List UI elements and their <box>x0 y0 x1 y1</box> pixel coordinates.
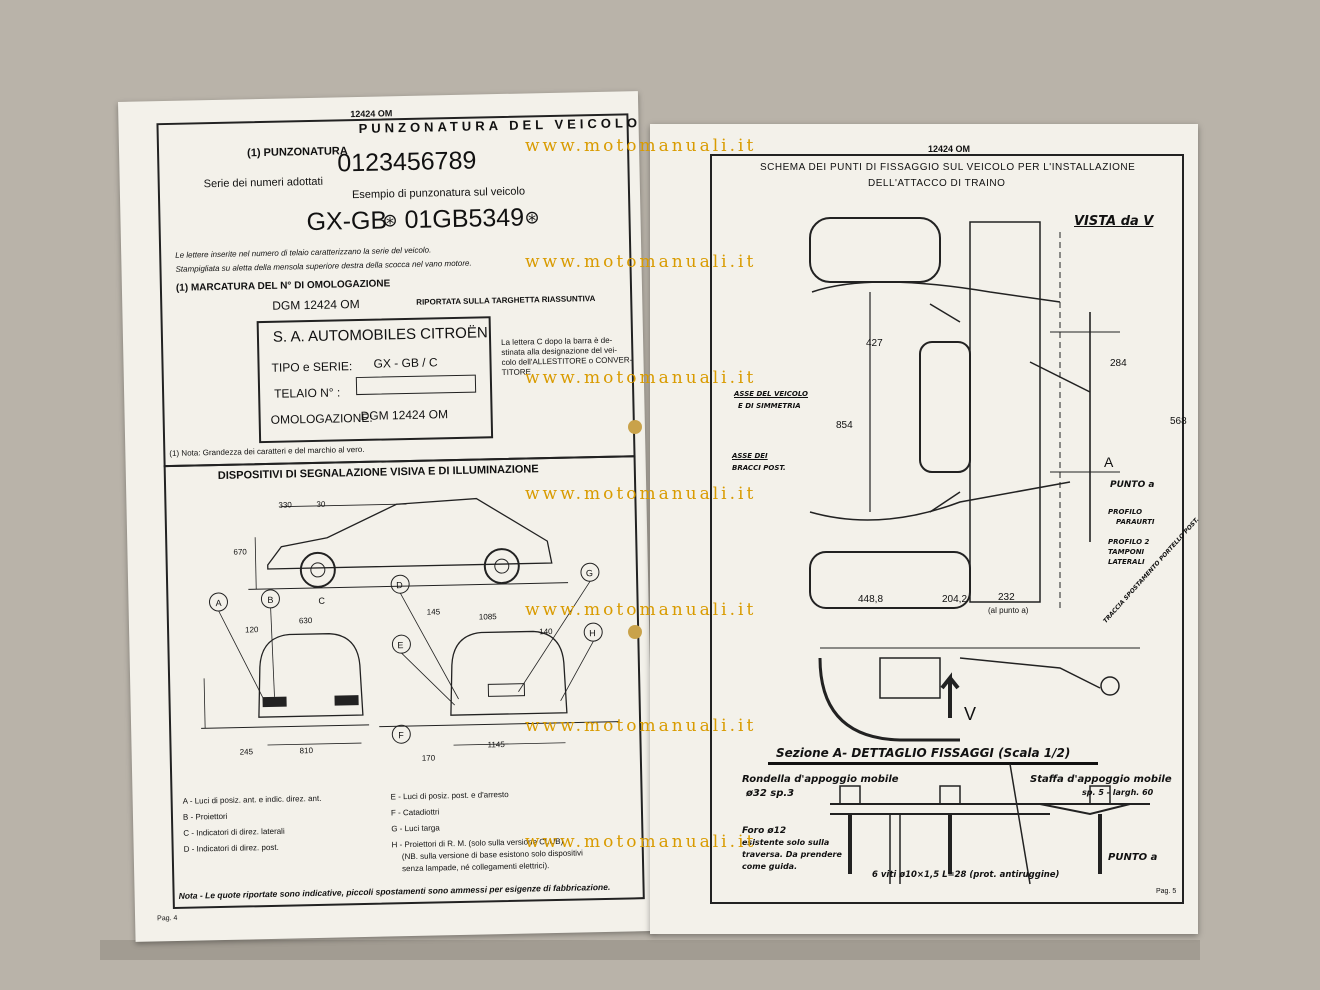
circle-b: B <box>267 594 274 605</box>
punto-a-bottom: PUNTO a <box>1108 852 1158 863</box>
plate-telaio-label: TELAIO N° : <box>273 385 341 401</box>
section-punzonatura: (1) PUNZONATURA <box>246 145 348 160</box>
sezione-underline <box>768 762 1098 765</box>
legend-b: B - Proiettori <box>182 811 228 822</box>
right-title-2: DELL'ATTACCO DI TRAINO <box>868 178 1006 189</box>
profilo-tamponi-2: TAMPONI <box>1108 548 1145 556</box>
dim-245: 245 <box>239 747 254 757</box>
watermark: www.motomanuali.it <box>525 832 757 852</box>
dim-204-2: 204,2 <box>942 594 968 605</box>
example-serial: 01GB5349 <box>404 203 525 235</box>
dim-670: 670 <box>233 547 247 557</box>
circle-e: E <box>397 640 404 651</box>
profilo-paraurti-1: PROFILO <box>1108 508 1143 516</box>
right-frame <box>710 154 1184 904</box>
citroen-logo-icon: ⊛ <box>382 210 398 231</box>
dim-630: 630 <box>298 616 313 626</box>
circle-c: C <box>318 595 326 606</box>
homologation-plate: S. A. AUTOMOBILES CITROËN TIPO e SERIE: … <box>256 316 494 444</box>
asse-bracci-2: BRACCI POST. <box>732 464 786 472</box>
right-code: 12424 OM <box>928 144 971 154</box>
section-a-marker: A <box>1104 454 1114 470</box>
rondella-1: Rondella d'appoggio mobile <box>742 774 899 785</box>
dim-1085: 1085 <box>478 612 497 622</box>
series-label: Serie dei numeri adottati <box>203 175 324 191</box>
circle-g: G <box>585 568 594 579</box>
circle-d: D <box>396 580 403 591</box>
foro-4: come guida. <box>742 862 798 871</box>
circle-a: A <box>215 597 222 609</box>
citroen-logo-icon-2: ⊛ <box>524 207 540 228</box>
sezione-title: Sezione A- DETTAGLIO FISSAGGI (Scala 1/2… <box>776 746 1071 760</box>
watermark: www.motomanuali.it <box>525 484 757 504</box>
side-profile-diagram <box>818 647 1140 742</box>
rondella-2: ø32 sp.3 <box>746 788 795 799</box>
plate-tipo-value: GX - GB / C <box>373 355 438 371</box>
profilo-paraurti-2: PARAURTI <box>1116 518 1155 526</box>
car-side-diagram <box>248 497 569 590</box>
foro-1: Foro ø12 <box>742 826 787 836</box>
watermark: www.motomanuali.it <box>525 600 757 620</box>
legend-f: F - Catadiottri <box>390 807 440 818</box>
dim-284: 284 <box>1110 358 1127 369</box>
viti-label: 6 viti ø10×1,5 L=28 (prot. antiruggine) <box>872 870 1060 880</box>
dim-170: 170 <box>421 753 436 763</box>
fixing-detail-diagram <box>830 764 1150 885</box>
dim-232: 232 <box>998 592 1015 603</box>
car-rear-diagram <box>379 562 620 746</box>
watermark: www.motomanuali.it <box>525 136 757 156</box>
book-shadow <box>100 940 1200 960</box>
binding-hole <box>628 625 642 639</box>
left-page-number: Pag. 4 <box>157 914 178 923</box>
dgm-code: DGM 12424 OM <box>272 296 360 313</box>
plate-omolog-label: OMOLOGAZIONE: <box>270 410 373 427</box>
dim-854: 854 <box>836 420 853 431</box>
dim-568: 568 <box>1170 416 1187 427</box>
circle-f: F <box>398 730 404 741</box>
right-title-1: SCHEMA DEI PUNTI DI FISSAGGIO SUL VEICOL… <box>760 162 1136 173</box>
asse-bracci-1: ASSE DEI <box>732 452 768 460</box>
staffa-2: sp. 5 - largh. 60 <box>1082 788 1154 797</box>
circle-h: H <box>589 628 596 639</box>
dim-30: 30 <box>316 499 326 509</box>
series-digits: 0123456789 <box>337 146 477 178</box>
watermark: www.motomanuali.it <box>525 368 757 388</box>
right-page-number: Pag. 5 <box>1156 888 1177 895</box>
right-page: 12424 OM SCHEMA DEI PUNTI DI FISSAGGIO S… <box>650 124 1201 934</box>
view-v-marker: V <box>964 704 977 724</box>
left-code: 12424 OM <box>350 108 393 120</box>
foro-3: traversa. Da prendere <box>742 850 842 859</box>
asse-veicolo-2: E DI SIMMETRIA <box>738 402 801 410</box>
plate-tipo-label: TIPO e SERIE: <box>271 359 353 375</box>
dim-145: 145 <box>426 607 441 617</box>
dim-140: 140 <box>539 627 553 637</box>
vista-label: VISTA da V <box>1074 214 1154 229</box>
watermark: www.motomanuali.it <box>525 716 757 736</box>
dim-al-punto: (al punto a) <box>988 606 1029 615</box>
foro-2: esistente solo sulla <box>742 838 830 847</box>
legend-g: G - Luci targa <box>391 823 440 834</box>
dim-448-8: 448,8 <box>858 594 884 605</box>
dim-427: 427 <box>866 338 883 349</box>
watermark: www.motomanuali.it <box>525 252 757 272</box>
binding-hole <box>628 420 642 434</box>
plate-omolog-value: DGM 12424 OM <box>360 407 449 423</box>
chassis-diagram <box>809 217 1120 612</box>
car-front-diagram <box>201 589 370 746</box>
dim-330: 330 <box>278 500 292 510</box>
dim-120: 120 <box>244 625 259 635</box>
example-type: GX-GB <box>306 206 388 237</box>
dim-1145: 1145 <box>487 740 505 750</box>
staffa-1: Staffa d'appoggio mobile <box>1030 774 1172 785</box>
left-page: 12424 OM PUNZONATURA DEL VEICOLO (1) PUN… <box>118 91 656 942</box>
plate-telaio-box <box>355 374 477 396</box>
asse-veicolo-1: ASSE DEL VEICOLO <box>734 390 809 398</box>
profilo-tamponi-1: PROFILO 2 <box>1108 538 1150 546</box>
plate-title: S. A. AUTOMOBILES CITROËN <box>272 324 488 346</box>
dim-810: 810 <box>299 746 314 756</box>
punto-a-top: PUNTO a <box>1110 480 1155 490</box>
profilo-tamponi-3: LATERALI <box>1108 558 1145 566</box>
